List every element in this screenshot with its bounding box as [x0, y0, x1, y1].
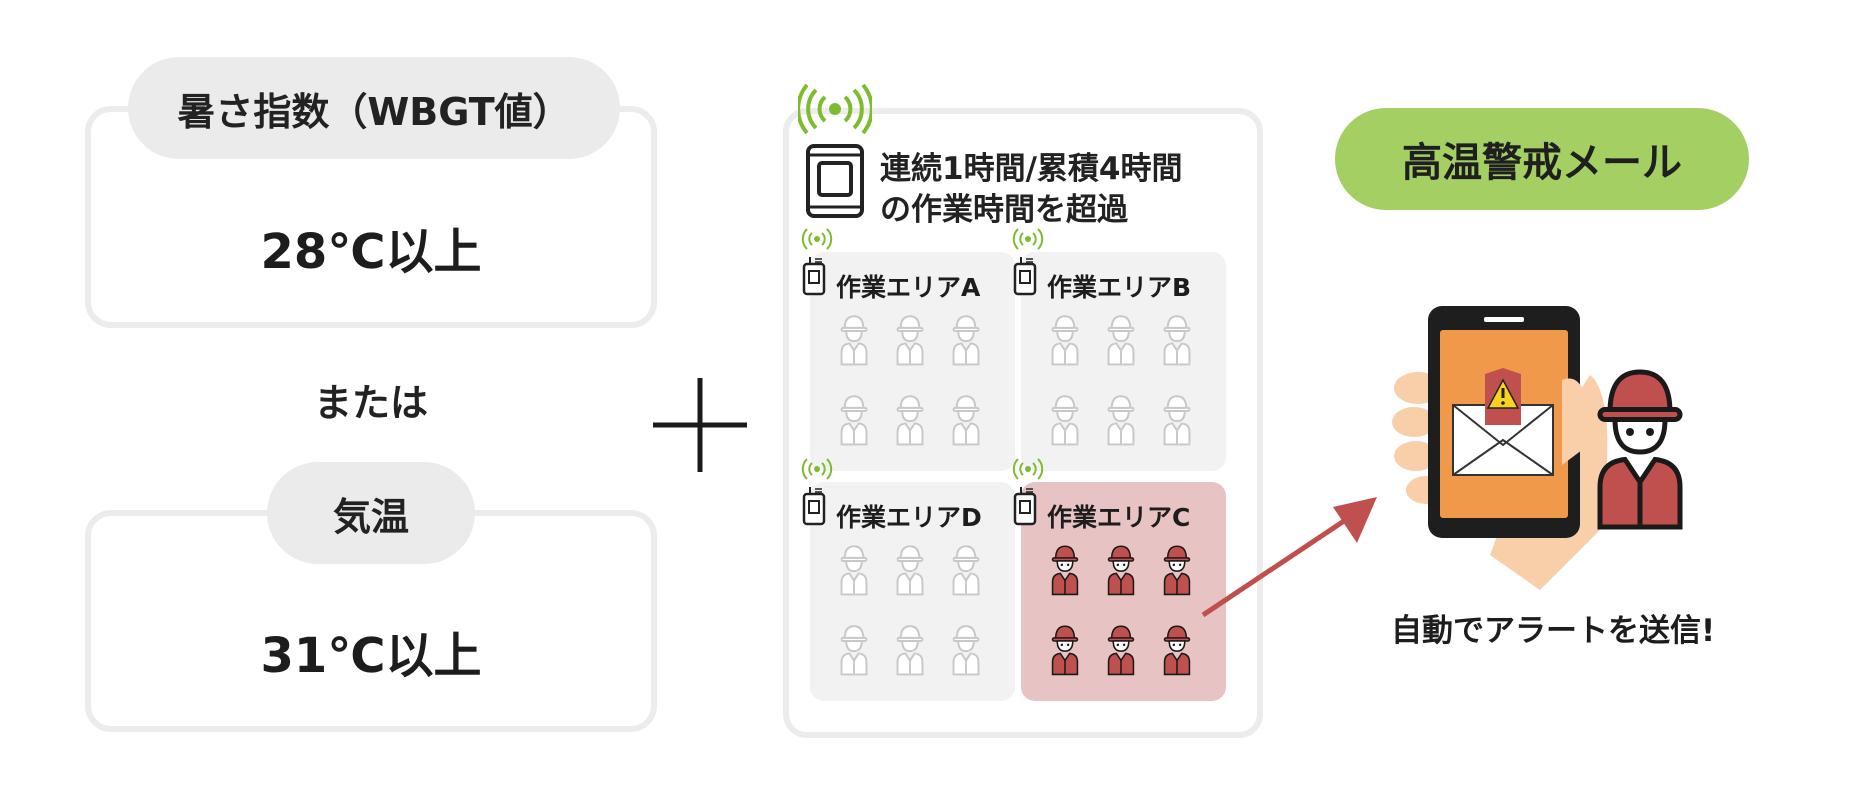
wireless-signal-icon: [798, 84, 872, 134]
zone-signal-icon: [801, 228, 833, 250]
worker-icon: [840, 625, 868, 676]
sensor-device-icon: [806, 144, 864, 218]
alert-mail-title: 高温警戒メール: [1402, 140, 1682, 186]
alert-worker-icon: [1051, 625, 1079, 676]
zone-sensor-device-icon: [802, 257, 826, 296]
worker-icon: [1163, 395, 1191, 446]
zone-sensor-device-icon: [1013, 487, 1037, 526]
wbgt-value: 28℃以上: [260, 224, 482, 280]
zone-sensor-device-icon: [1013, 257, 1037, 296]
alert-worker-icon: [1051, 545, 1079, 596]
alert-worker-icon: [1163, 545, 1191, 596]
worker-icon: [1163, 315, 1191, 366]
worker-icon: [1051, 315, 1079, 366]
worker-icon: [896, 625, 924, 676]
zone-b-label: 作業エリアB: [1047, 273, 1192, 302]
high-temp-alert-mail-pill: 高温警戒メール: [1335, 108, 1749, 210]
alert-worker-icon: [1107, 545, 1135, 596]
zone-d-label: 作業エリアD: [836, 503, 982, 532]
worker-icon: [840, 395, 868, 446]
alert-arrow: [1201, 497, 1377, 618]
worker-icon: [896, 315, 924, 366]
work-panel-title-line2: の作業時間を超過: [880, 192, 1128, 228]
zone-sensor-device-icon: [802, 487, 826, 526]
worker-icon: [1107, 315, 1135, 366]
temperature-label: 気温: [332, 494, 409, 539]
alert-worker-icon: [1163, 625, 1191, 676]
temperature-label-pill: 気温: [267, 462, 475, 564]
worker-icon: [1107, 395, 1135, 446]
worker-icon: [952, 545, 980, 596]
worker-icon: [1051, 395, 1079, 446]
plus-icon: [653, 378, 747, 472]
worker-icon: [896, 545, 924, 596]
worker-icon: [896, 395, 924, 446]
zone-c-label: 作業エリアC: [1047, 503, 1191, 532]
zone-signal-icon: [1012, 458, 1044, 480]
zone-a-label: 作業エリアA: [836, 273, 981, 302]
worker-icon: [952, 625, 980, 676]
work-panel-title-line1: 連続1時間/累積4時間: [880, 151, 1183, 187]
temperature-value: 31℃以上: [260, 628, 482, 684]
worker-icon: [952, 315, 980, 366]
zone-signal-icon: [1012, 228, 1044, 250]
worker-icon: [840, 315, 868, 366]
worker-icon: [840, 545, 868, 596]
alerted-worker-icon: [1597, 369, 1683, 530]
wbgt-label-pill: 暑さ指数（WBGT値）: [128, 57, 620, 159]
phone-in-hand-illustration: [1392, 306, 1608, 590]
wbgt-label: 暑さ指数（WBGT値）: [177, 89, 571, 134]
worker-icon: [952, 395, 980, 446]
alert-worker-icon: [1107, 625, 1135, 676]
auto-send-alert-text: 自動でアラートを送信!: [1391, 613, 1716, 649]
or-connector: または: [313, 381, 428, 425]
zone-signal-icon: [801, 458, 833, 480]
